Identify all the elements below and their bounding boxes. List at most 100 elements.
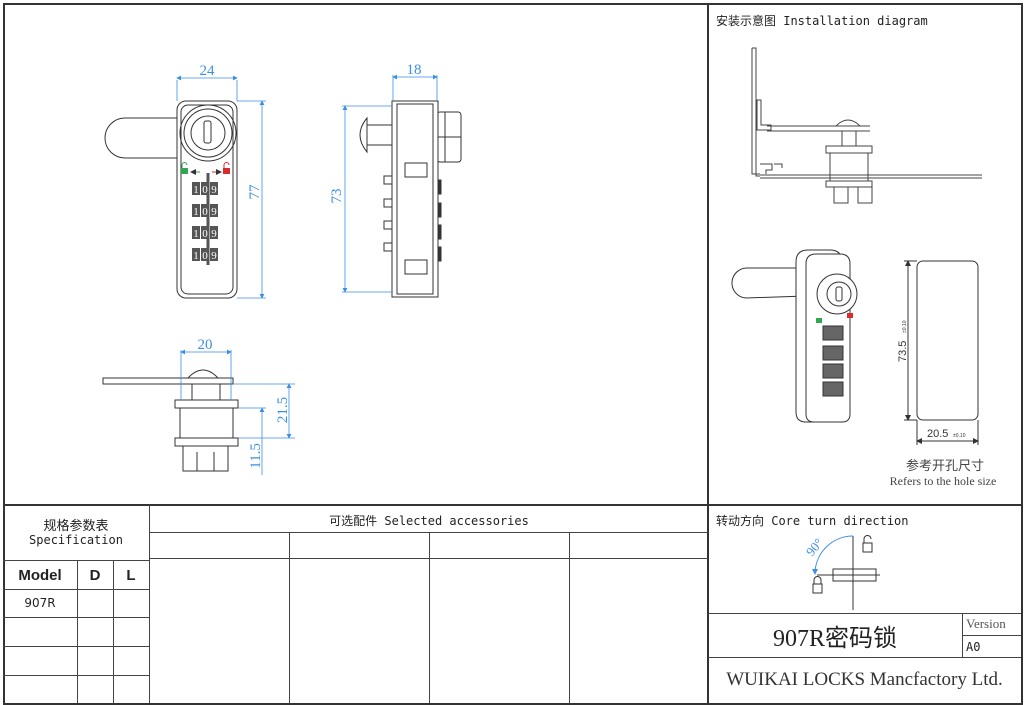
wheel-digit: 1: [193, 250, 199, 262]
version-line: [962, 635, 1021, 636]
hole-width-tol: ±0.10: [953, 433, 966, 439]
iso-lock-view: [731, 249, 858, 423]
wheel-cell: [201, 248, 209, 261]
spec-line: [3, 646, 149, 647]
wheel-cell: [192, 204, 200, 217]
front-height-dim: 77: [247, 184, 263, 200]
wheel-digit: 1: [193, 184, 199, 196]
wheel-cell: [210, 182, 218, 195]
title-line: [708, 613, 1021, 614]
installation-title: 安装示意图 Installation diagram: [716, 14, 928, 28]
core-turn-title: 转动方向 Core turn direction: [716, 514, 909, 528]
hole-width-dim: 20.5: [927, 428, 948, 440]
acc-col-line: [429, 532, 430, 703]
wheel-digit: 1: [193, 206, 199, 218]
wheel-cell: [192, 226, 200, 239]
wheel-cell: [192, 182, 200, 195]
wheel-cell: [201, 182, 209, 195]
wheel-cell: [210, 248, 218, 261]
hole-drawing: [904, 260, 979, 445]
dial-ring: [179, 104, 237, 162]
wheel-digit: 1: [193, 228, 199, 240]
acc-line: [149, 558, 708, 559]
wheel-digit: 0: [202, 206, 208, 218]
wheel-cell: [210, 204, 218, 217]
wheel-cell: [201, 204, 209, 217]
bottom-view: [102, 369, 239, 472]
spec-col-d: D: [89, 567, 101, 584]
side-width-dim: 18: [407, 62, 422, 78]
spec-title-en: Specification: [29, 533, 123, 547]
front-dimensions: [176, 75, 266, 299]
bottom-width-dim: 20: [198, 337, 213, 353]
keyhole-icon: [203, 120, 212, 144]
side-height-dim: 73: [329, 189, 345, 204]
cam-bar: [104, 117, 177, 159]
side-shaft: [366, 124, 393, 146]
spec-title-cn: 规格参数表: [43, 519, 109, 534]
divider-right: [707, 3, 709, 703]
lock-icon: [223, 162, 230, 174]
spec-col-line: [77, 560, 78, 703]
front-width-dim: 24: [200, 63, 216, 79]
bottom-dimensions: [180, 349, 295, 475]
divider-bottom: [3, 504, 1021, 506]
acc-line: [149, 532, 708, 533]
wheel-digit: 0: [202, 184, 208, 196]
spec-divider: [149, 505, 150, 703]
spec-line: [3, 617, 149, 618]
spec-line: [3, 675, 149, 676]
bottom-screw-head: [186, 369, 220, 379]
company-name: WUIKAI LOCKS Mancfactory Ltd.: [726, 669, 1003, 690]
unlock-icon: [181, 162, 188, 174]
locked-padlock-icon: [812, 576, 823, 594]
core-turn-angle: 90°: [803, 535, 826, 559]
wheel-digit: 0: [202, 250, 208, 262]
acc-col-line: [289, 532, 290, 703]
spec-line: [3, 589, 149, 590]
acc-col-line: [569, 532, 570, 703]
side-dimensions: [342, 74, 438, 293]
version-label: Version: [966, 616, 1006, 631]
wheel-digit: 9: [211, 250, 217, 262]
wheel-cell: [201, 226, 209, 239]
bottom-tail: [182, 445, 229, 472]
key-plug: [190, 115, 226, 151]
spec-col-l: L: [126, 567, 136, 584]
spec-line: [3, 560, 149, 561]
wheel-digit: 0: [202, 228, 208, 240]
hole-caption-en: Refers to the hole size: [889, 474, 997, 488]
bottom-flange: [174, 399, 239, 409]
side-knob: [359, 116, 368, 154]
product-title: 907R密码锁: [772, 626, 897, 652]
hole-height-dim: 73.5: [897, 341, 909, 362]
version-value: A0: [966, 640, 981, 654]
hole-outline: [916, 260, 979, 421]
wheel-digit: 9: [211, 228, 217, 240]
spec-col-line: [113, 560, 114, 703]
drawing-frame: [3, 3, 1023, 705]
rotation-arrow: [812, 535, 854, 575]
core-turn-diagram: [812, 535, 880, 610]
wheel-digit: 9: [211, 184, 217, 196]
installation-diagram: [751, 47, 982, 204]
bottom-height-dim-2: 11.5: [248, 443, 264, 469]
spec-cell-model: 907R: [24, 596, 56, 610]
accessories-title: 可选配件 Selected accessories: [329, 514, 529, 528]
spec-col-model: Model: [18, 567, 62, 584]
hole-height-tol: ±0.10: [902, 320, 908, 333]
bracket: [756, 99, 772, 131]
wheel-cell: [192, 248, 200, 261]
bottom-cam-bar: [102, 377, 234, 385]
wheel-cell: [210, 226, 218, 239]
title-line: [708, 657, 1021, 658]
front-view: [104, 100, 238, 299]
bottom-height-dim-1: 21.5: [275, 397, 291, 423]
wheel-digit: 9: [211, 206, 217, 218]
